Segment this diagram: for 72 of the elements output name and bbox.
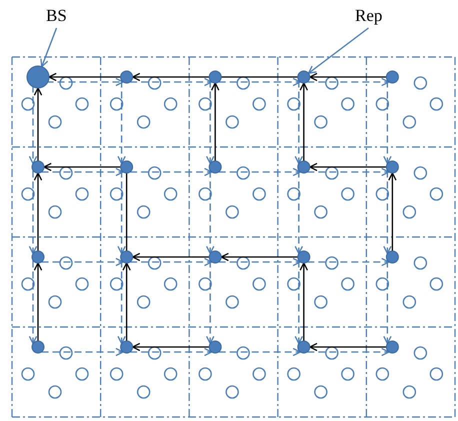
rep-node	[386, 340, 399, 354]
arrow	[220, 252, 298, 262]
arrow	[383, 80, 392, 164]
arrow	[309, 162, 386, 172]
arrow	[43, 162, 121, 172]
arrow	[42, 168, 124, 176]
rep-node	[120, 250, 134, 264]
arrow	[218, 348, 301, 356]
arrow	[210, 82, 220, 161]
arrow	[218, 168, 301, 176]
arrow	[206, 170, 214, 254]
rep-node	[297, 160, 310, 174]
leader-line	[308, 27, 369, 74]
arrow	[307, 168, 390, 176]
arrow	[309, 72, 386, 82]
arrow	[294, 260, 304, 344]
arrow	[122, 262, 131, 341]
arrow	[294, 170, 304, 254]
arrow	[300, 262, 308, 341]
arrow	[34, 262, 42, 341]
arrow	[42, 258, 124, 266]
rep-node	[32, 160, 44, 174]
arrow	[132, 342, 210, 352]
arrow	[218, 78, 301, 86]
arrow	[307, 348, 390, 356]
arrow	[206, 260, 214, 344]
arrow	[294, 80, 304, 164]
rep-node	[208, 340, 222, 354]
arrow	[383, 170, 392, 254]
arrow	[130, 168, 212, 176]
rep-node	[297, 70, 310, 84]
rep-node	[120, 160, 134, 174]
arrow	[130, 258, 212, 266]
rep-node	[386, 160, 399, 174]
arrow	[117, 80, 126, 164]
rep-node	[32, 340, 44, 354]
base-station-node	[26, 66, 50, 88]
rep-node	[297, 250, 310, 264]
arrow	[307, 258, 390, 266]
rep-node	[32, 250, 44, 264]
arrow	[206, 80, 214, 164]
arrow	[34, 87, 42, 161]
node-label: Rep	[355, 6, 382, 26]
rep-node	[120, 340, 134, 354]
arrow	[130, 348, 212, 356]
arrow	[117, 260, 126, 344]
node-label: BS	[46, 6, 67, 26]
arrow	[132, 252, 210, 262]
arrow	[300, 82, 308, 161]
arrow	[46, 78, 124, 86]
rep-node	[386, 70, 399, 84]
arrow	[28, 86, 38, 164]
arrow	[48, 72, 121, 82]
arrow	[130, 78, 212, 86]
rep-node	[208, 250, 222, 264]
arrow	[307, 78, 390, 86]
rep-node	[386, 250, 399, 264]
rep-node	[208, 160, 222, 174]
arrow	[28, 170, 38, 254]
rep-node	[120, 70, 134, 84]
arrow	[34, 172, 42, 251]
arrow	[132, 72, 210, 82]
rep-node	[208, 70, 222, 84]
arrow	[28, 260, 38, 344]
leader-line	[40, 28, 58, 68]
arrow	[383, 260, 392, 344]
arrow	[117, 170, 126, 254]
arrow	[42, 348, 124, 356]
arrow	[309, 342, 386, 352]
arrow	[388, 172, 397, 251]
rep-node	[297, 340, 310, 354]
arrow	[218, 258, 301, 266]
